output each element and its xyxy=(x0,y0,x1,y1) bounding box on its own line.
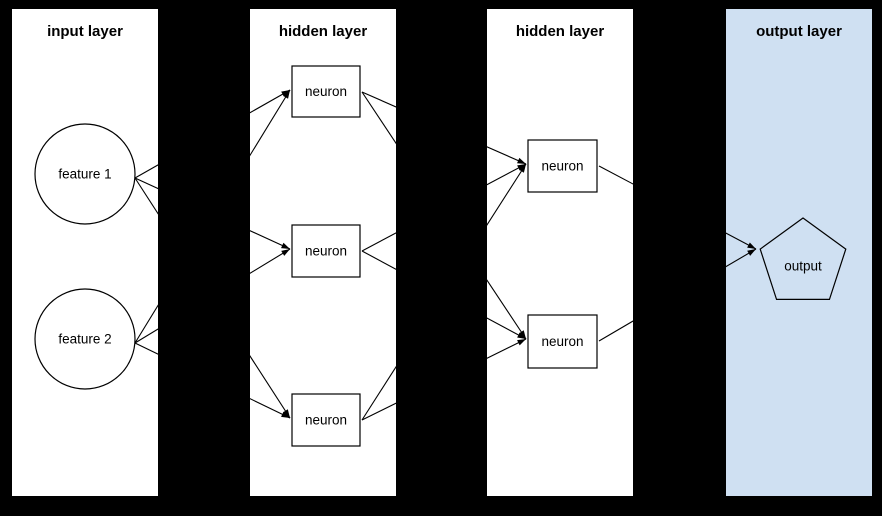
title-hidden-layer-1: hidden layer xyxy=(279,23,368,40)
arrowhead-h1-neuron-2-to-h2-neuron-2 xyxy=(517,332,526,339)
panel-input-layer xyxy=(12,9,158,496)
arrowhead-feature-2-to-h1-neuron-2 xyxy=(281,249,290,256)
panel-output-layer xyxy=(726,9,872,496)
arrowhead-h1-neuron-2-to-h2-neuron-1 xyxy=(517,164,526,171)
node-label-h1-neuron-1: neuron xyxy=(305,84,347,99)
node-output-node[interactable] xyxy=(759,217,847,301)
gutter-left xyxy=(0,0,12,516)
gutter-bottom xyxy=(0,496,882,516)
node-feature-1[interactable] xyxy=(34,123,136,225)
layer-nodes: feature 1 feature 2 neuron neuron neuron neur… xyxy=(34,65,847,447)
title-output-layer: output layer xyxy=(756,23,842,40)
node-label-h1-neuron-2: neuron xyxy=(305,244,347,259)
layer-titles: input layer hidden layer hidden layer outpu… xyxy=(47,23,842,40)
node-feature-2[interactable] xyxy=(34,288,136,390)
arrowhead-h1-neuron-1-to-h2-neuron-1 xyxy=(517,157,526,164)
node-label-feature-2: feature 2 xyxy=(58,332,111,347)
arrowhead-feature-1-to-h1-neuron-1 xyxy=(281,90,290,97)
gutter-right xyxy=(872,0,882,516)
node-label-output-node: output xyxy=(784,259,822,274)
title-hidden-layer-2: hidden layer xyxy=(516,23,605,40)
arrowhead-h2-neuron-1-to-output-node xyxy=(747,242,756,249)
gutter-1 xyxy=(158,0,250,516)
arrowhead-feature-2-to-h1-neuron-3 xyxy=(281,411,290,418)
gutter-top xyxy=(0,0,882,9)
node-label-feature-1: feature 1 xyxy=(58,167,111,182)
node-h1-neuron-1[interactable] xyxy=(291,65,361,118)
arrowhead-h2-neuron-2-to-output-node xyxy=(747,249,756,256)
node-label-h1-neuron-3: neuron xyxy=(305,413,347,428)
arrowhead-h1-neuron-1-to-h2-neuron-2 xyxy=(518,330,526,339)
node-h1-neuron-3[interactable] xyxy=(291,393,361,447)
arrowhead-feature-1-to-h1-neuron-2 xyxy=(281,242,290,249)
node-label-h2-neuron-2: neuron xyxy=(541,334,583,349)
arrowhead-feature-1-to-h1-neuron-3 xyxy=(282,409,290,418)
arrowhead-h1-neuron-3-to-h2-neuron-1 xyxy=(518,164,526,173)
node-label-h2-neuron-1: neuron xyxy=(541,159,583,174)
node-h2-neuron-2[interactable] xyxy=(527,314,598,369)
node-h2-neuron-1[interactable] xyxy=(527,139,598,193)
panel-hidden-layer-2 xyxy=(487,9,633,496)
arrowhead-feature-2-to-h1-neuron-1 xyxy=(283,90,290,99)
gutter-2 xyxy=(396,0,487,516)
node-h1-neuron-2[interactable] xyxy=(291,224,361,278)
title-input-layer: input layer xyxy=(47,23,123,40)
arrowhead-h1-neuron-3-to-h2-neuron-2 xyxy=(517,339,526,346)
gutter-3 xyxy=(633,0,726,516)
